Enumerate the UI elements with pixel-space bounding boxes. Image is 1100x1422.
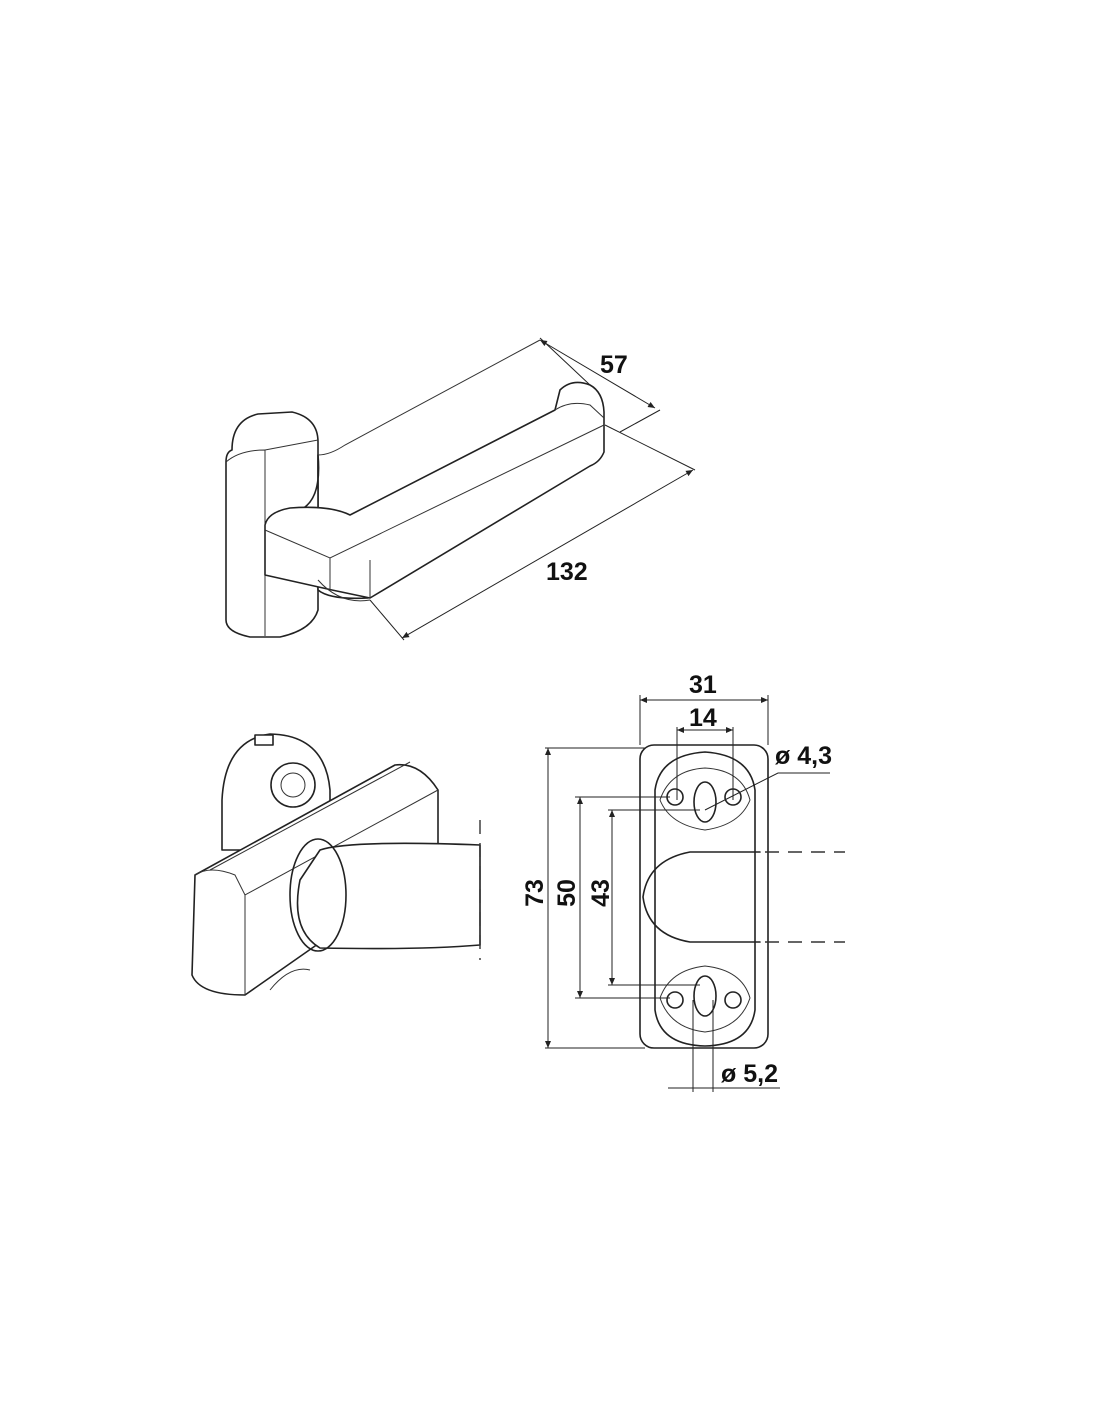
lever-edge-line	[209, 761, 411, 871]
mounting-flange	[659, 965, 751, 1033]
rose-outline	[639, 744, 769, 1049]
dimension-43: 43	[587, 879, 615, 907]
lever-edge-line	[194, 789, 439, 896]
dimension-73: 73	[521, 879, 549, 907]
handle-end-view	[191, 733, 481, 996]
rose-edge-line	[264, 439, 319, 451]
extension-line	[619, 409, 661, 433]
rose-inner-outline	[654, 751, 756, 1047]
dimension-hole-diameter: ø 4,3	[775, 742, 832, 770]
dimension-14: 14	[689, 704, 717, 732]
lever-edge-line	[269, 968, 311, 991]
mount-hole	[666, 991, 684, 1009]
dimension-50: 50	[553, 879, 581, 907]
dimension-132: 132	[546, 558, 588, 586]
lever-edge-line	[317, 579, 371, 602]
handle-isometric-view: 57 132	[225, 337, 696, 641]
mounting-flange	[659, 767, 751, 831]
lever-section	[642, 851, 761, 943]
mount-hole	[724, 991, 742, 1009]
rose-tab	[254, 734, 274, 746]
spindle-hole	[280, 772, 306, 798]
lever-edge-line	[317, 339, 541, 456]
lever-grip	[296, 842, 481, 950]
leader-line	[704, 772, 830, 811]
slot	[693, 781, 717, 823]
dimension-57: 57	[600, 351, 628, 379]
dimension-31: 31	[689, 671, 717, 699]
extension-line	[369, 599, 405, 641]
dimension-line-132	[401, 469, 694, 639]
rose-edge-line	[225, 449, 266, 636]
rose-front-view: 31 14 ø 4,3 73 50 43 ø 5,2	[521, 671, 845, 1092]
extension-line	[604, 424, 696, 471]
dimension-line-57	[539, 339, 656, 409]
slot	[693, 975, 717, 1017]
extension-line	[539, 337, 591, 386]
spindle-boss	[270, 762, 316, 808]
grip-collar	[289, 838, 347, 952]
dimension-slot-diameter: ø 5,2	[721, 1060, 778, 1088]
